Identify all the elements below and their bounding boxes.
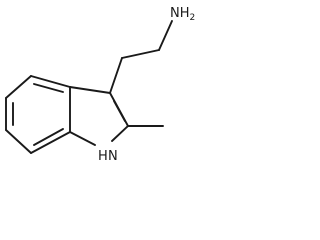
bond-c2-n1 — [111, 125, 129, 142]
bond-c3-ch2 — [109, 57, 123, 94]
bond-c7-c7a-inner — [33, 128, 64, 146]
molecule-structure: NH2 H N — [5, 6, 195, 164]
bond-c4-c5 — [5, 75, 32, 99]
amine-nh-text: NH — [170, 6, 190, 21]
bond-ch2-ch2 — [121, 49, 160, 59]
ring-nh-h-label: H — [98, 149, 108, 164]
bond-c3a-c3 — [69, 86, 111, 94]
bond-c3a-c4 — [30, 75, 71, 88]
bond-c7-c7a — [30, 131, 71, 154]
bond-c6-c7 — [5, 129, 32, 154]
bond-ch2-nh2 — [158, 20, 173, 51]
bond-c3a-c4-inner — [33, 83, 64, 93]
amine-subscript: 2 — [190, 13, 196, 23]
amine-label: NH2 — [170, 6, 195, 23]
bond-c3-c2-inner — [113, 100, 126, 122]
bond-n1-c7a — [69, 131, 96, 146]
ring-n-label: N — [108, 149, 118, 164]
